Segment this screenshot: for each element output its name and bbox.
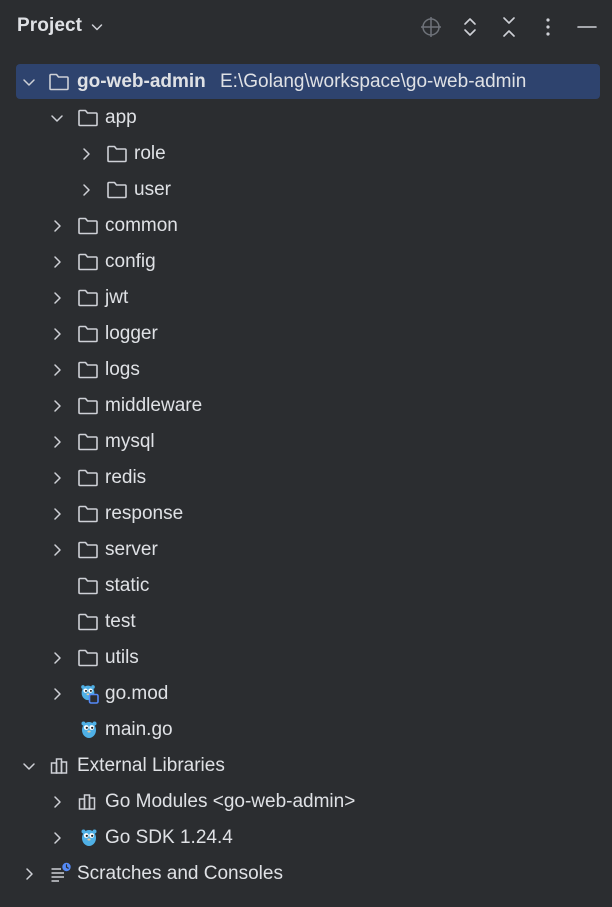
folder-icon xyxy=(77,612,99,632)
panel-header: Project xyxy=(0,0,612,56)
folder-icon xyxy=(77,540,99,560)
tree-item-config[interactable]: config xyxy=(0,244,612,280)
tree-item-utils[interactable]: utils xyxy=(0,640,612,676)
folder-icon xyxy=(106,144,128,164)
tree-item-common[interactable]: common xyxy=(0,208,612,244)
folder-icon xyxy=(77,252,99,272)
tree-item-label: static xyxy=(105,575,150,596)
go-module-icon xyxy=(81,685,99,704)
go-file-icon xyxy=(78,718,100,740)
tree-item-label: response xyxy=(105,503,184,524)
more-options-icon[interactable] xyxy=(536,14,560,40)
go-sdk-icon xyxy=(78,826,100,848)
tree-item-label: role xyxy=(134,143,166,164)
tree-item-label: Go Modules <go-web-admin> xyxy=(105,791,356,812)
folder-icon xyxy=(77,108,99,128)
chevron-right-icon[interactable] xyxy=(49,254,65,270)
tree-item-static[interactable]: static xyxy=(0,568,612,604)
library-icon xyxy=(49,756,71,776)
chevron-right-icon[interactable] xyxy=(49,434,65,450)
chevron-right-icon[interactable] xyxy=(49,506,65,522)
chevron-right-icon[interactable] xyxy=(49,794,65,810)
folder-icon xyxy=(77,288,99,308)
tree-item-label: logger xyxy=(105,323,158,344)
tree-item-label: middleware xyxy=(105,395,203,416)
tree-item-test[interactable]: test xyxy=(0,604,612,640)
tree-item-maingo[interactable]: main.go xyxy=(0,712,612,748)
tree-item-label: Go SDK 1.24.4 xyxy=(105,827,233,848)
library-icon xyxy=(77,792,99,812)
tree-item-label: jwt xyxy=(105,287,129,308)
expand-all-icon[interactable] xyxy=(458,14,482,40)
tree-item-response[interactable]: response xyxy=(0,496,612,532)
tree-item-go-modules[interactable]: Go Modules <go-web-admin> xyxy=(0,784,612,820)
tree-item-label: user xyxy=(134,179,171,200)
chevron-right-icon[interactable] xyxy=(49,290,65,306)
chevron-down-icon[interactable] xyxy=(89,19,105,35)
tree-item-go-sdk[interactable]: Go SDK 1.24.4 xyxy=(0,820,612,856)
folder-icon xyxy=(77,396,99,416)
tree-item-label: logs xyxy=(105,359,140,380)
chevron-right-icon[interactable] xyxy=(49,218,65,234)
tree-item-label: Scratches and Consoles xyxy=(77,863,283,884)
chevron-right-icon[interactable] xyxy=(49,362,65,378)
folder-icon xyxy=(106,180,128,200)
tree-item-label: test xyxy=(105,611,136,632)
chevron-right-icon[interactable] xyxy=(78,146,94,162)
tree-item-label: main.go xyxy=(105,719,173,740)
chevron-down-icon[interactable] xyxy=(21,74,37,90)
chevron-down-icon[interactable] xyxy=(49,110,65,126)
tree-item-jwt[interactable]: jwt xyxy=(0,280,612,316)
tree-item-logger[interactable]: logger xyxy=(0,316,612,352)
tree-item-label: common xyxy=(105,215,178,236)
chevron-right-icon[interactable] xyxy=(78,182,94,198)
chevron-right-icon[interactable] xyxy=(49,470,65,486)
tree-item-root[interactable]: go-web-admin E:\Golang\workspace\go-web-… xyxy=(0,64,612,100)
chevron-right-icon[interactable] xyxy=(49,650,65,666)
tree-item-label: mysql xyxy=(105,431,155,452)
folder-icon xyxy=(77,216,99,236)
folder-icon xyxy=(77,468,99,488)
folder-icon xyxy=(77,576,99,596)
tree-item-label: config xyxy=(105,251,156,272)
tree-item-label: app xyxy=(105,107,137,128)
tree-item-label: go-web-admin xyxy=(77,71,206,92)
tree-item-middleware[interactable]: middleware xyxy=(0,388,612,424)
minimize-icon[interactable] xyxy=(575,14,599,40)
tree-item-gomod[interactable]: go.mod xyxy=(0,676,612,712)
folder-icon xyxy=(77,360,99,380)
tree-item-scratches[interactable]: Scratches and Consoles xyxy=(0,856,612,892)
chevron-right-icon[interactable] xyxy=(49,686,65,702)
tree-item-mysql[interactable]: mysql xyxy=(0,424,612,460)
chevron-down-icon[interactable] xyxy=(21,758,37,774)
chevron-right-icon[interactable] xyxy=(49,542,65,558)
tree-item-label: External Libraries xyxy=(77,755,225,776)
tree-item-redis[interactable]: redis xyxy=(0,460,612,496)
chevron-right-icon[interactable] xyxy=(21,866,37,882)
tree-item-label: utils xyxy=(105,647,139,668)
chevron-right-icon[interactable] xyxy=(49,326,65,342)
tree-item-server[interactable]: server xyxy=(0,532,612,568)
tree-item-path: E:\Golang\workspace\go-web-admin xyxy=(220,71,527,92)
folder-icon xyxy=(48,72,70,92)
scratches-icon xyxy=(51,862,71,882)
panel-title[interactable]: Project xyxy=(17,15,83,36)
tree-item-logs[interactable]: logs xyxy=(0,352,612,388)
collapse-all-icon[interactable] xyxy=(497,14,521,40)
chevron-right-icon[interactable] xyxy=(49,830,65,846)
tree-item-label: redis xyxy=(105,467,147,488)
tree-item-app[interactable]: app xyxy=(0,100,612,136)
tree-item-role[interactable]: role xyxy=(0,136,612,172)
folder-icon xyxy=(77,648,99,668)
folder-icon xyxy=(77,432,99,452)
folder-icon xyxy=(77,324,99,344)
tree-item-user[interactable]: user xyxy=(0,172,612,208)
folder-icon xyxy=(77,504,99,524)
tree-item-external-libraries[interactable]: External Libraries xyxy=(0,748,612,784)
locate-icon[interactable] xyxy=(419,14,443,40)
tree-item-label: server xyxy=(105,539,158,560)
tree-item-label: go.mod xyxy=(105,683,169,704)
chevron-right-icon[interactable] xyxy=(49,398,65,414)
